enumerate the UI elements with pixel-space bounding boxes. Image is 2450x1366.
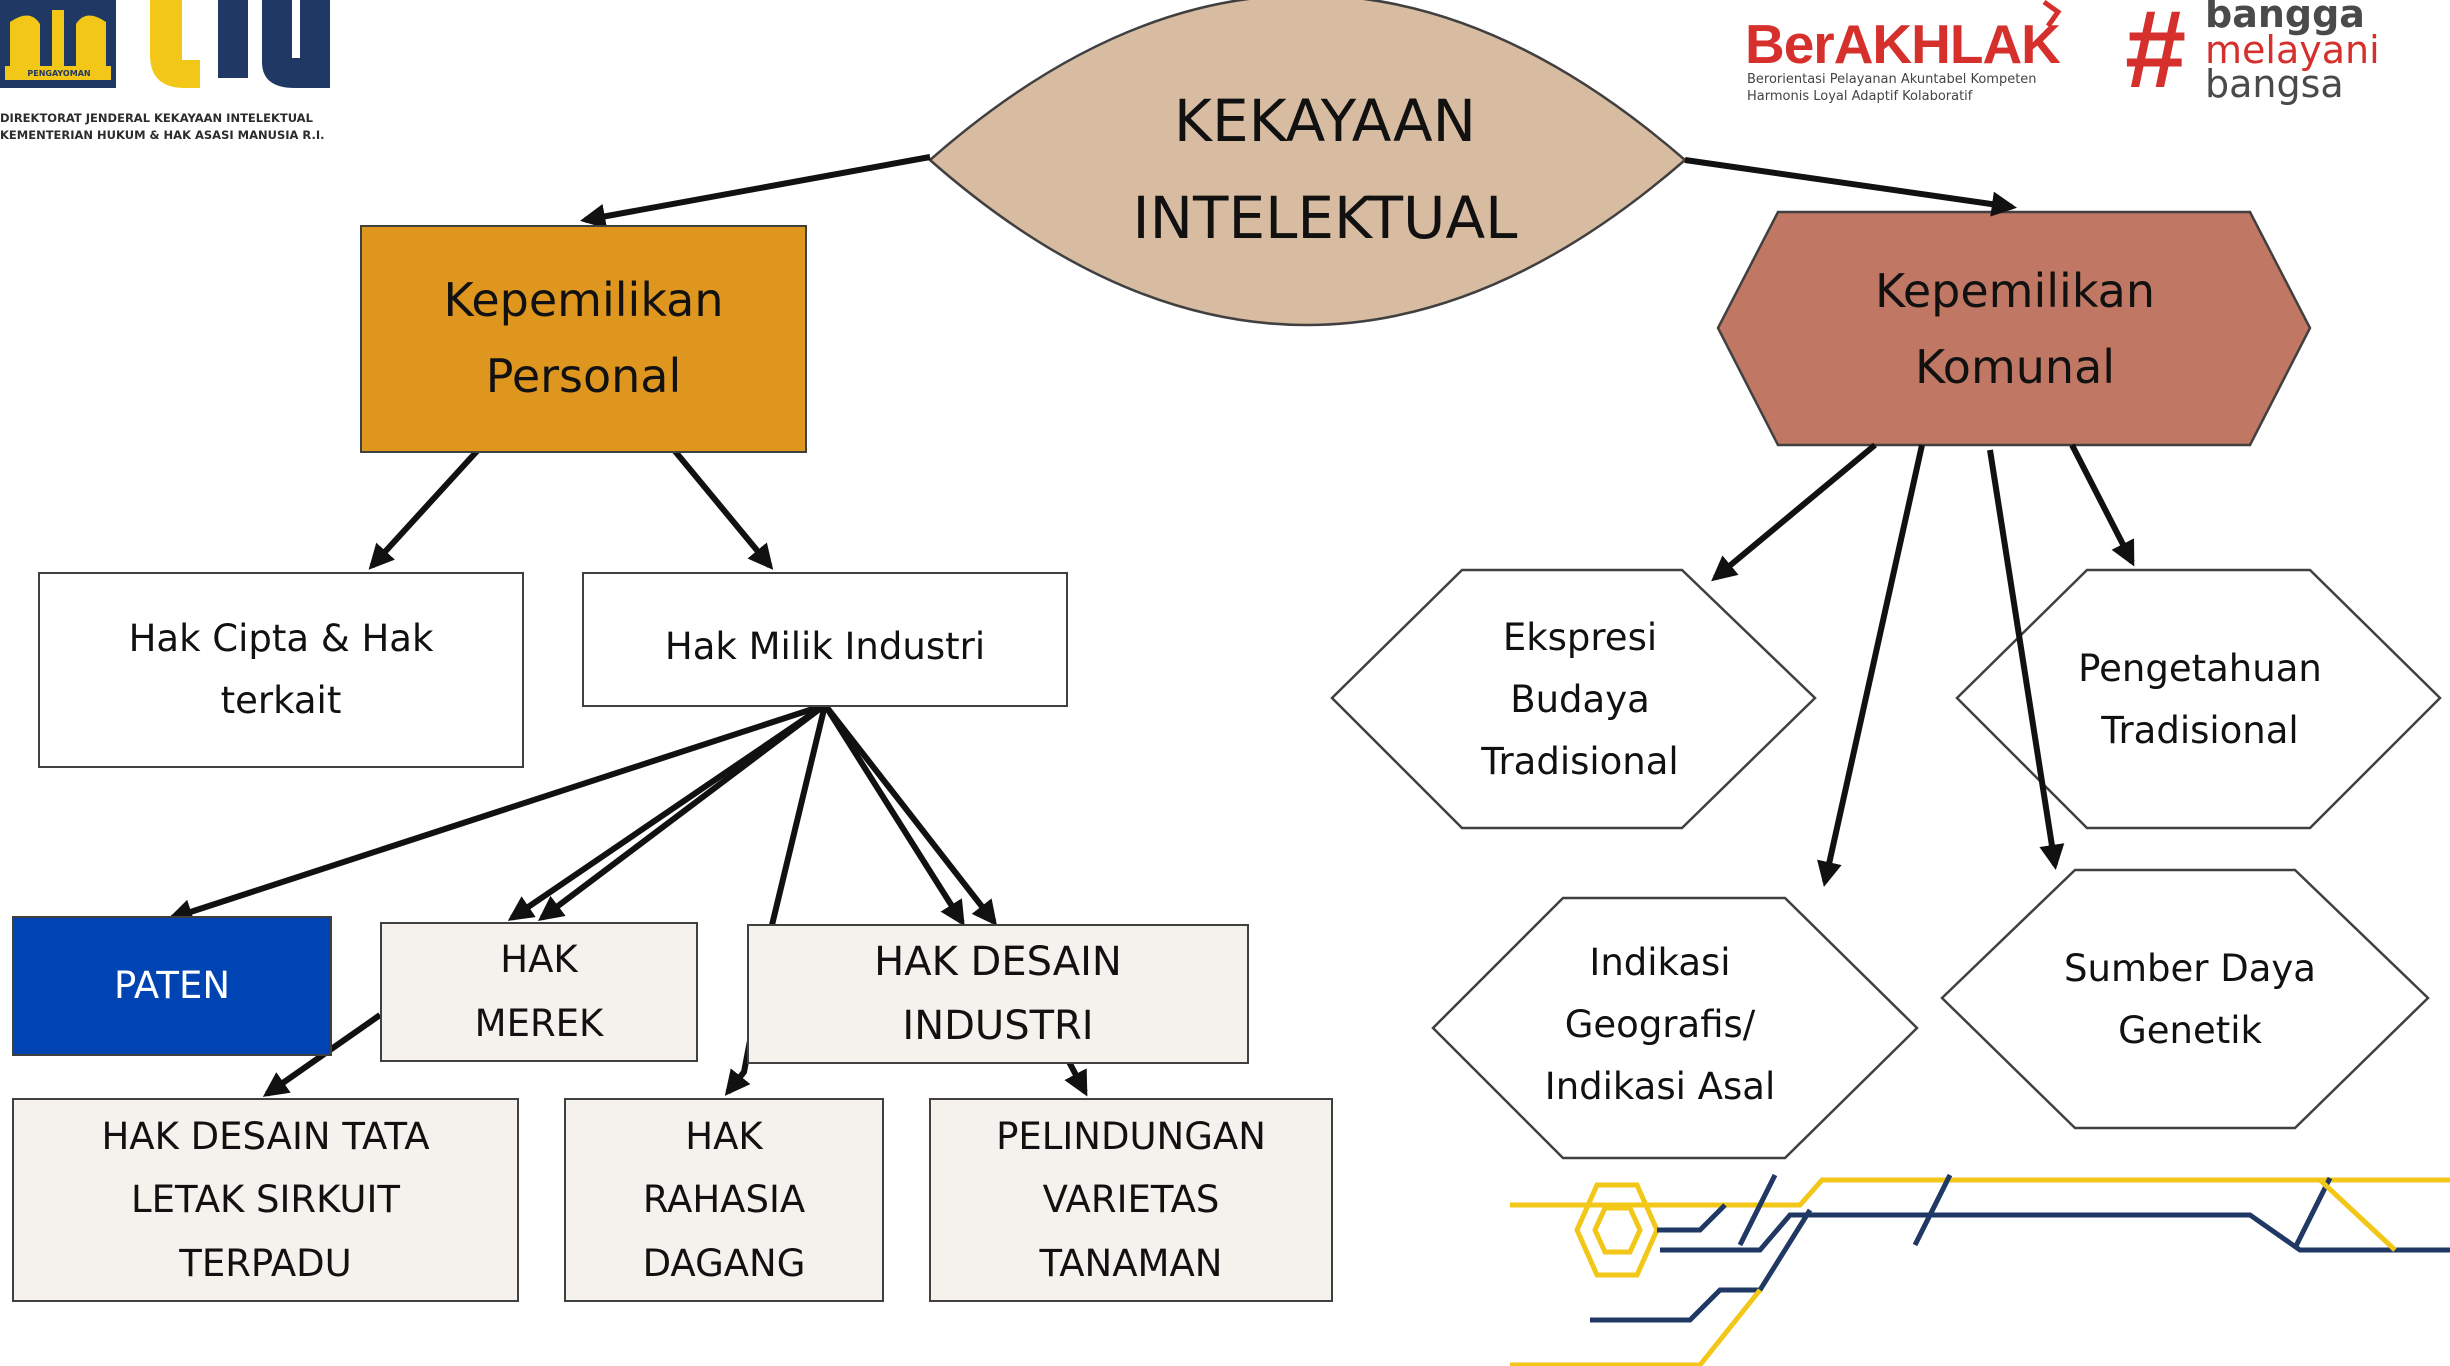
- hak-milik-industri-box: Hak Milik Industri: [582, 572, 1068, 707]
- arrow-komunal-to-indikasi: [1817, 444, 1925, 887]
- komunal-line2: Komunal: [1914, 340, 2116, 394]
- pengetahuan-line1: Pengetahuan: [2078, 646, 2322, 690]
- rahasia-line1: HAK: [685, 1114, 763, 1158]
- root-line1: KEKAYAAN: [1173, 86, 1477, 155]
- ekspresi-line3: Tradisional: [1481, 740, 1679, 784]
- dtlst-line1: HAK DESAIN TATA: [101, 1114, 430, 1158]
- arrow-personal-to-hakcipta: [368, 447, 481, 570]
- rahasia-line3: DAGANG: [642, 1241, 806, 1285]
- bangga-word: bangga: [2205, 0, 2365, 36]
- arrow-hmi-to-desain-1: [822, 703, 965, 927]
- arrow-hmi-to-merek-1: [507, 702, 827, 921]
- pvt-line1: PELINDUNGAN: [996, 1114, 1266, 1158]
- arrow-komunal-to-sumber: [1987, 449, 2065, 870]
- hashtag-icon: #: [2125, 0, 2187, 111]
- arrow-hmi-to-paten: [167, 702, 826, 924]
- sumber-daya-hexagon: [1940, 868, 2430, 1130]
- sumber-daya-line1: Sumber Daya: [2064, 946, 2316, 990]
- dtlst-line2: LETAK SIRKUIT: [130, 1178, 400, 1222]
- pvt-box: PELINDUNGAN VARIETAS TANAMAN: [929, 1098, 1333, 1302]
- hak-rahasia-dagang-box: HAK RAHASIA DAGANG: [564, 1098, 884, 1302]
- pvt-line3: TANAMAN: [1039, 1241, 1223, 1285]
- berakhlak-title: BerAKHLAK: [1745, 13, 2061, 75]
- bangga-melayani-logo: # bangga melayani bangsa: [2125, 0, 2385, 111]
- komunal-hexagon: [1716, 210, 2312, 447]
- arrow-root-to-komunal: [1684, 157, 2017, 217]
- bangsa-word: bangsa: [2205, 62, 2344, 106]
- pengetahuan-line2: Tradisional: [2101, 709, 2299, 752]
- arrow-hmi-to-desain-2: [822, 703, 998, 926]
- djki-emblem-icon: [0, 0, 330, 88]
- rahasia-line2: RAHASIA: [642, 1178, 806, 1222]
- personal-line2: Personal: [485, 349, 682, 403]
- arrow-komunal-to-ekspresi: [1711, 442, 1877, 582]
- pvt-line2: VARIETAS: [1042, 1178, 1220, 1222]
- hak-desain-industri-box: HAK DESAIN INDUSTRI: [747, 924, 1249, 1064]
- personal-line1: Kepemilikan: [443, 273, 724, 328]
- melayani-word: melayani: [2205, 28, 2380, 72]
- indikasi-line1: Indikasi: [1589, 940, 1731, 984]
- arrow-personal-to-hakmilik: [671, 448, 774, 570]
- hak-cipta-box: Hak Cipta & Hak terkait: [38, 572, 524, 768]
- ekspresi-line1: Ekspresi: [1502, 615, 1658, 659]
- paten-label: PATEN: [113, 963, 231, 1007]
- indikasi-line3: Indikasi Asal: [1544, 1065, 1776, 1109]
- root-node: KEKAYAAN INTELEKTUAL: [1080, 70, 1570, 270]
- desain-industri-line2: INDUSTRI: [902, 1003, 1094, 1049]
- pengetahuan-hexagon: [1955, 568, 2442, 830]
- djki-ministry-name: KEMENTERIAN HUKUM & HAK ASASI MANUSIA R.…: [0, 128, 325, 142]
- arrow-komunal-to-pengetahuan: [2069, 443, 2135, 567]
- dtlst-line3: TERPADU: [179, 1241, 352, 1285]
- berakhlak-logo: BerAKHLAK Berorientasi Pelayanan Akuntab…: [1745, 0, 2075, 110]
- djki-org-name: DIREKTORAT JENDERAL KEKAYAAN INTELEKTUAL: [0, 111, 313, 125]
- hak-merek-box: HAK MEREK: [380, 922, 698, 1062]
- hak-dtlst-box: HAK DESAIN TATA LETAK SIRKUIT TERPADU: [12, 1098, 519, 1302]
- merek-line2: MEREK: [474, 1002, 604, 1045]
- arrow-desain-to-pvt: [1064, 1058, 1088, 1097]
- ekspresi-line2: Budaya: [1510, 677, 1650, 721]
- djki-emblem-text: PENGAYOMAN: [27, 69, 91, 78]
- connectors-left: [167, 154, 1088, 1097]
- djki-logo: PENGAYOMAN DIREKTORAT JENDERAL KEKAYAAN …: [0, 0, 340, 150]
- indikasi-geografis-node: Indikasi Geografis/ Indikasi Asal: [1520, 925, 1800, 1125]
- indikasi-hexagon: [1431, 896, 1919, 1160]
- sumber-daya-line2: Genetik: [2118, 1009, 2262, 1052]
- pengetahuan-tradisional-node: Pengetahuan Tradisional: [2060, 620, 2340, 780]
- berakhlak-values-line1: Berorientasi Pelayanan Akuntabel Kompete…: [1747, 72, 2037, 87]
- circuit-decoration: [1510, 1173, 2450, 1366]
- paten-box: PATEN: [12, 916, 332, 1056]
- ekspresi-budaya-node: Ekspresi Budaya Tradisional: [1430, 600, 1730, 800]
- sumber-daya-genetik-node: Sumber Daya Genetik: [2050, 920, 2330, 1080]
- komunal-line1: Kepemilikan: [1875, 264, 2155, 319]
- ekspresi-hexagon: [1330, 568, 1817, 830]
- berakhlak-chevron-icon: [2042, 0, 2062, 28]
- hak-milik-industri-label: Hak Milik Industri: [664, 625, 986, 668]
- berakhlak-values-line2: Harmonis Loyal Adaptif Kolaboratif: [1747, 89, 1973, 104]
- merek-line1: HAK: [500, 938, 578, 982]
- desain-industri-line1: HAK DESAIN: [874, 939, 1122, 985]
- kepemilikan-komunal-node: Kepemilikan Komunal: [1800, 240, 2230, 420]
- root-line2: INTELEKTUAL: [1132, 184, 1518, 252]
- indikasi-line2: Geografis/: [1564, 1002, 1756, 1046]
- hak-cipta-line2: terkait: [220, 679, 342, 722]
- hak-cipta-line1: Hak Cipta & Hak: [128, 616, 434, 660]
- connectors-right: [1684, 157, 2135, 887]
- arrow-root-to-personal: [580, 154, 931, 229]
- kepemilikan-personal-box: Kepemilikan Personal: [360, 225, 807, 453]
- arrow-hmi-to-merek-2: [537, 702, 827, 922]
